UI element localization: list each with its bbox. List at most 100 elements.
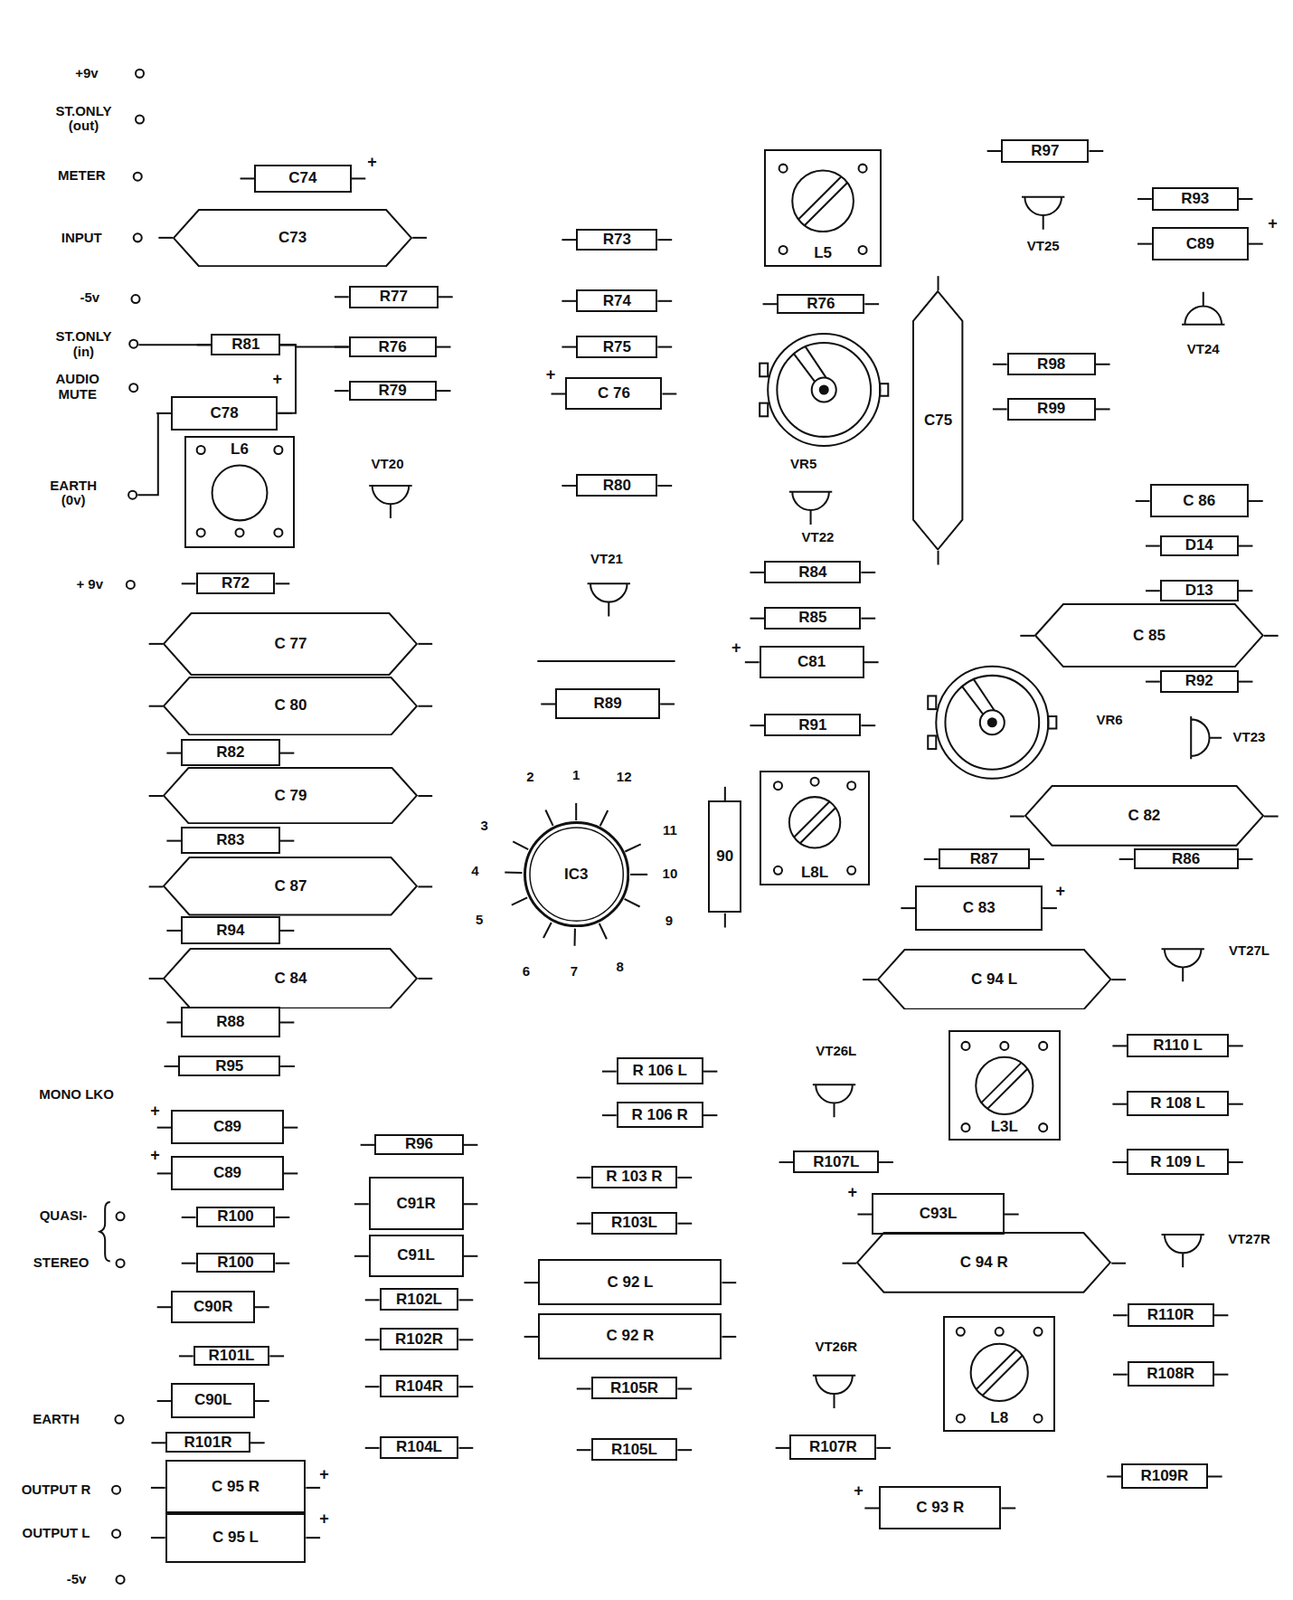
component-lead xyxy=(1095,407,1111,410)
component-box: R88 xyxy=(180,1006,280,1038)
part-reference: R 108 L xyxy=(1150,1094,1205,1112)
part-reference: R104L xyxy=(396,1438,443,1455)
coil-pin xyxy=(956,1327,965,1336)
component-box: R105L xyxy=(591,1437,679,1461)
coil-can: L3L xyxy=(948,1029,1061,1141)
component-lead xyxy=(1112,1103,1127,1105)
component-lead xyxy=(181,1262,197,1265)
component-box: C90R xyxy=(170,1290,255,1323)
component-lead xyxy=(775,1446,791,1449)
component-lead xyxy=(365,1446,380,1449)
capacitor-outline: C 84 xyxy=(162,947,418,1010)
component-box: C 83 xyxy=(915,885,1043,931)
component-lead xyxy=(862,978,878,981)
part-reference: C 87 xyxy=(273,877,307,895)
transistor-symbol xyxy=(789,491,832,525)
capacitor-outline: C 77 xyxy=(162,612,418,676)
part-reference: C90L xyxy=(194,1391,233,1408)
part-reference: R105R xyxy=(610,1379,659,1397)
ic-pin-lead xyxy=(624,843,641,851)
component-lead xyxy=(1208,1474,1223,1477)
component-lead xyxy=(1119,858,1134,860)
part-reference: R108R xyxy=(1146,1365,1195,1382)
component-box: 90 xyxy=(707,800,742,913)
component-box: R96 xyxy=(374,1133,463,1155)
part-reference: R77 xyxy=(379,288,408,305)
component-lead xyxy=(151,1536,166,1539)
component-lead xyxy=(703,1070,718,1073)
component-lead xyxy=(1088,150,1104,152)
component-box: C78 xyxy=(170,396,278,431)
ic-pin-lead xyxy=(511,896,528,905)
component-lead xyxy=(305,1536,321,1539)
component-lead xyxy=(240,177,255,180)
part-reference: R96 xyxy=(405,1135,434,1152)
preset-body xyxy=(767,333,880,446)
coil-can: L8 xyxy=(943,1315,1056,1431)
component-box: R104R xyxy=(379,1374,460,1397)
component-lead xyxy=(1145,589,1161,592)
component-box: C89 xyxy=(1151,226,1249,260)
component-box: D14 xyxy=(1160,535,1239,557)
pin-number: 7 xyxy=(570,962,578,979)
component-lead xyxy=(987,150,1002,152)
preset-track xyxy=(776,342,871,437)
wire xyxy=(138,343,211,346)
component-box: R107L xyxy=(792,1150,879,1173)
part-reference: R107L xyxy=(812,1153,859,1171)
component-lead xyxy=(365,1338,380,1341)
capacitor-outline: C 94 R xyxy=(856,1231,1112,1293)
component-lead xyxy=(250,1441,265,1444)
component-lead xyxy=(677,1387,692,1389)
component-lead xyxy=(458,1385,473,1388)
part-reference: C 92 L xyxy=(606,1274,653,1291)
coil-slug xyxy=(789,796,840,848)
preset-wiper xyxy=(961,679,994,714)
slug-slot xyxy=(981,1062,1028,1109)
component-box: R77 xyxy=(349,285,439,309)
component-lead xyxy=(551,392,567,395)
part-reference: R95 xyxy=(215,1057,244,1075)
component-lead xyxy=(657,238,672,241)
component-lead xyxy=(1238,858,1254,860)
component-lead xyxy=(524,1335,539,1338)
component-lead xyxy=(779,1160,794,1163)
part-reference: R 106 R xyxy=(631,1106,688,1124)
component-box: R98 xyxy=(1007,352,1096,376)
bracket xyxy=(100,1201,111,1261)
component-box: R79 xyxy=(349,380,437,402)
ic-package: IC3 xyxy=(523,821,630,927)
part-reference: R82 xyxy=(216,744,245,761)
part-reference: R 109 L xyxy=(1150,1153,1205,1171)
capacitor-outline: C 79 xyxy=(162,766,418,824)
transistor-symbol xyxy=(812,1084,856,1117)
component-lead xyxy=(149,977,164,980)
component-lead xyxy=(354,1255,369,1257)
part-reference: R 106 L xyxy=(632,1062,687,1079)
capacitor-outline-shape xyxy=(163,677,417,735)
terminal-label: + 9v xyxy=(75,576,104,593)
capacitor-outline: C 87 xyxy=(162,856,418,916)
pin-number: 3 xyxy=(481,818,489,834)
component-box: R103L xyxy=(591,1211,679,1235)
component-lead xyxy=(576,1387,592,1389)
component-lead xyxy=(166,752,181,755)
terminal-label: STEREO xyxy=(33,1255,90,1271)
component-lead xyxy=(365,1385,380,1388)
capacitor-outline: C 80 xyxy=(162,676,418,736)
preset-wiper xyxy=(792,347,826,382)
component-box: R97 xyxy=(1000,139,1089,163)
coil-pin xyxy=(1038,1123,1048,1132)
transistor-label: VT20 xyxy=(371,456,405,472)
part-reference: R72 xyxy=(221,575,250,592)
component-lead xyxy=(417,885,433,888)
pin-number: 12 xyxy=(616,769,633,785)
component-box: R81 xyxy=(210,333,281,356)
polarity-mark: + xyxy=(319,1510,330,1529)
part-reference: C89 xyxy=(213,1118,242,1135)
part-reference: C 84 xyxy=(273,970,307,987)
preset-hub-dot xyxy=(820,385,829,394)
component-lead xyxy=(280,929,295,932)
component-box: C91R xyxy=(368,1176,464,1230)
component-lead xyxy=(864,1506,879,1509)
